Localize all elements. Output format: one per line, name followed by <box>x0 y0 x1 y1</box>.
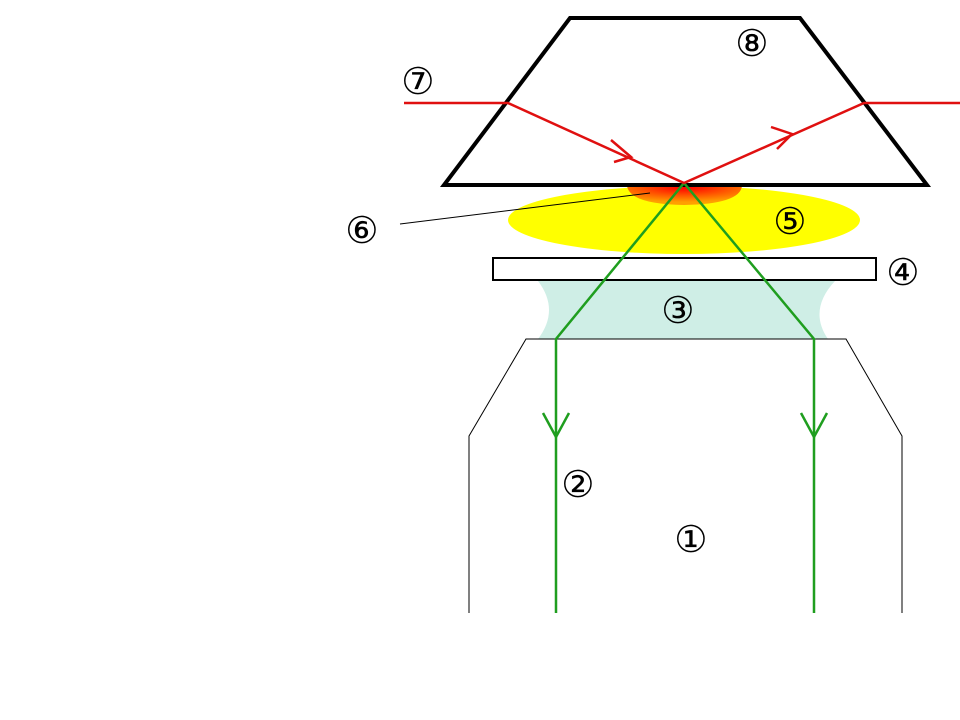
cover-glass <box>492 257 877 281</box>
sample-medium <box>508 186 860 254</box>
arrowhead-red-out <box>770 125 795 150</box>
objective-lens-body <box>468 338 903 613</box>
immersion-medium <box>538 281 835 339</box>
prism <box>439 16 932 187</box>
arrowhead-red-in <box>610 139 634 164</box>
arrowhead-down-left <box>541 412 571 440</box>
label-evanescent-field: ⑥ <box>345 209 378 252</box>
red-beam <box>404 101 960 185</box>
evanescent-field <box>627 186 742 205</box>
arrowhead-down-right <box>799 412 829 440</box>
leader-line-evanescent <box>399 192 651 225</box>
excitation-ray-right <box>683 182 816 613</box>
label-cover-glass: ④ <box>886 251 919 294</box>
label-prism: ⑧ <box>735 22 768 65</box>
label-immersion-medium: ③ <box>661 289 694 332</box>
label-objective-lens: ① <box>674 518 707 561</box>
excitation-ray-left <box>554 182 685 613</box>
label-reflected-beam: ⑦ <box>401 60 434 103</box>
label-excitation-rays: ② <box>561 463 594 506</box>
label-sample-medium: ⑤ <box>773 200 806 243</box>
